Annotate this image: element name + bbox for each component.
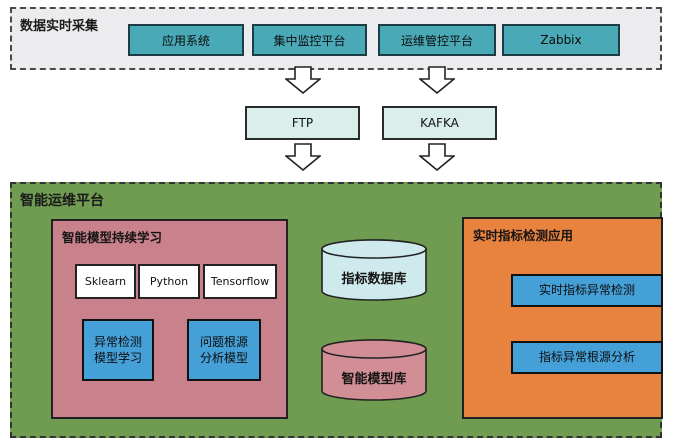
down-arrow-icon — [419, 66, 455, 94]
node-application-system: 应用系统 — [128, 24, 244, 56]
database-icon — [321, 239, 427, 301]
realtime-detection-panel: 实时指标检测应用 实时指标异常检测 指标异常根源分析 — [462, 217, 663, 419]
node-ops-control-platform: 运维管控平台 — [378, 24, 496, 56]
node-label: 指标数据库 — [341, 271, 407, 287]
node-label: Python — [149, 275, 189, 288]
node-label: 应用系统 — [161, 33, 210, 48]
node-kafka: KAFKA — [382, 106, 497, 140]
node-label: KAFKA — [420, 116, 459, 130]
down-arrow-icon — [285, 143, 321, 171]
data-collection-section: 数据实时采集 应用系统 集中监控平台 运维管控平台 Zabbix — [10, 7, 662, 70]
realtime-detection-title: 实时指标检测应用 — [473, 228, 574, 243]
node-anomaly-detection-model-learning: 异常检测 模型学习 — [82, 319, 154, 381]
model-learning-title: 智能模型持续学习 — [62, 230, 163, 245]
node-python: Python — [138, 264, 200, 299]
node-label: 智能模型库 — [341, 371, 407, 387]
database-icon — [321, 339, 427, 401]
node-label: 实时指标异常检测 — [538, 283, 635, 298]
node-label: 集中监控平台 — [273, 33, 346, 48]
down-arrow-icon — [419, 143, 455, 171]
node-label: FTP — [291, 116, 314, 130]
node-label: Sklearn — [84, 275, 127, 288]
node-ftp: FTP — [245, 106, 360, 140]
node-central-monitoring-platform: 集中监控平台 — [252, 24, 367, 56]
node-root-cause-analysis-model: 问题根源 分析模型 — [187, 319, 261, 381]
node-label: 异常检测 模型学习 — [93, 334, 142, 365]
aiops-platform-title: 智能运维平台 — [20, 193, 104, 209]
node-label: 指标异常根源分析 — [538, 350, 635, 365]
aiops-platform-section: 智能运维平台 智能模型持续学习 Sklearn Python Tensorflo… — [10, 182, 663, 438]
model-learning-panel: 智能模型持续学习 Sklearn Python Tensorflow 异常检测 … — [51, 219, 288, 419]
node-label: 问题根源 分析模型 — [199, 334, 248, 365]
node-label: Tensorflow — [210, 275, 270, 288]
node-sklearn: Sklearn — [75, 264, 136, 299]
node-label: 运维管控平台 — [400, 33, 473, 48]
metric-database-cylinder: 指标数据库 — [320, 238, 428, 302]
node-label: Zabbix — [540, 33, 582, 47]
data-collection-title: 数据实时采集 — [20, 19, 99, 34]
node-realtime-metric-anomaly-detection: 实时指标异常检测 — [511, 274, 663, 307]
node-zabbix: Zabbix — [502, 24, 620, 56]
down-arrow-icon — [285, 66, 321, 94]
model-database-cylinder: 智能模型库 — [320, 338, 428, 402]
node-tensorflow: Tensorflow — [203, 264, 277, 299]
node-metric-anomaly-root-cause-analysis: 指标异常根源分析 — [511, 341, 663, 374]
